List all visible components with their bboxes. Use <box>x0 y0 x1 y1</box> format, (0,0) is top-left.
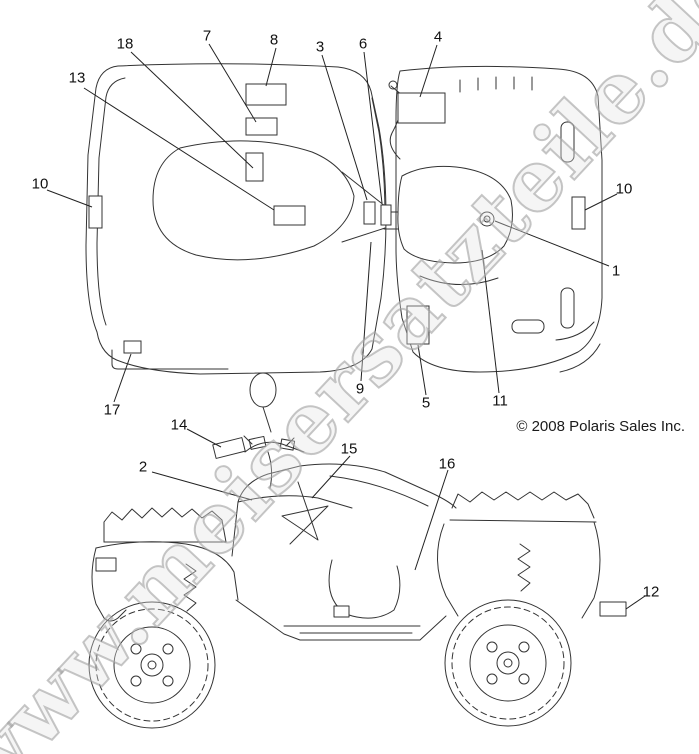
callout-15: 15 <box>340 440 358 458</box>
side-view <box>88 372 627 729</box>
leader-14 <box>186 428 222 448</box>
rear-wheel <box>444 599 572 727</box>
decal-rect-10-right <box>571 196 586 230</box>
callout-8: 8 <box>269 31 279 49</box>
decal-rect-4 <box>397 92 446 124</box>
leader-17 <box>113 353 132 403</box>
callout-9: 9 <box>355 380 365 398</box>
callout-2: 2 <box>138 458 148 476</box>
callout-14: 14 <box>170 416 188 434</box>
top-view <box>85 63 603 375</box>
leader-11 <box>481 249 500 394</box>
footboard <box>235 599 447 641</box>
top-view-right-body-outline <box>395 65 603 373</box>
leader-8 <box>265 47 277 87</box>
top-view-seat-shape <box>152 140 355 261</box>
leader-lines <box>46 43 646 610</box>
decal-rect-18 <box>245 152 264 182</box>
callout-6: 6 <box>358 35 368 53</box>
decal-rect-10-left <box>88 195 103 229</box>
front-shock-spring <box>183 563 197 612</box>
leader-18 <box>130 51 254 169</box>
leader-5 <box>417 344 427 396</box>
callout-11: 11 <box>492 392 508 410</box>
leader-10-right <box>584 193 618 211</box>
front-fender <box>91 547 127 622</box>
leader-4 <box>419 44 438 98</box>
decal-rect-5 <box>406 305 430 345</box>
callout-7: 7 <box>202 27 212 45</box>
callout-10-left: 10 <box>31 175 49 193</box>
leader-10-left <box>46 189 93 208</box>
callout-18: 18 <box>116 35 134 53</box>
rear-rack <box>451 491 595 519</box>
front-wheel <box>88 601 216 729</box>
decal-rect-12 <box>599 601 627 617</box>
engine <box>328 559 401 619</box>
body-outline <box>231 463 457 557</box>
rear-fender <box>436 523 459 617</box>
callout-17: 17 <box>103 401 121 419</box>
leader-12 <box>625 595 646 610</box>
decal-rect-3 <box>363 201 376 225</box>
decal-rect-17 <box>123 340 142 354</box>
leader-15 <box>311 455 351 499</box>
callout-3: 3 <box>315 38 325 56</box>
tank-graphic-decal <box>281 481 329 545</box>
copyright-notice: © 2008 Polaris Sales Inc. <box>516 418 685 435</box>
leader-16 <box>414 469 449 571</box>
rear-shock-spring <box>517 543 531 592</box>
leader-6 <box>363 51 383 204</box>
leader-1 <box>494 220 610 267</box>
fuel-cap <box>479 211 495 227</box>
callout-1: 1 <box>611 262 621 280</box>
decal-rects-top-view <box>88 83 586 354</box>
front-rack <box>103 507 227 543</box>
top-view-left-body-outline <box>85 63 387 375</box>
decal-rect-13 <box>273 205 306 226</box>
leader-7 <box>208 43 257 123</box>
decal-rect-7 <box>245 117 278 136</box>
decal-rect-14 <box>212 437 246 459</box>
decal-rect-6 <box>380 204 392 226</box>
decal-rect-8 <box>245 83 287 106</box>
callout-16: 16 <box>438 455 456 473</box>
handlebar <box>244 441 305 453</box>
leader-2 <box>151 471 253 501</box>
leader-9 <box>360 241 372 382</box>
callout-4: 4 <box>433 28 443 46</box>
callout-5: 5 <box>421 394 431 412</box>
leader-13 <box>83 87 275 211</box>
top-view-tank-shape <box>397 165 513 264</box>
leader-3 <box>321 54 368 201</box>
mirror <box>249 372 277 408</box>
callout-12: 12 <box>642 583 660 601</box>
callout-13: 13 <box>68 69 86 87</box>
callout-10-right: 10 <box>615 180 633 198</box>
